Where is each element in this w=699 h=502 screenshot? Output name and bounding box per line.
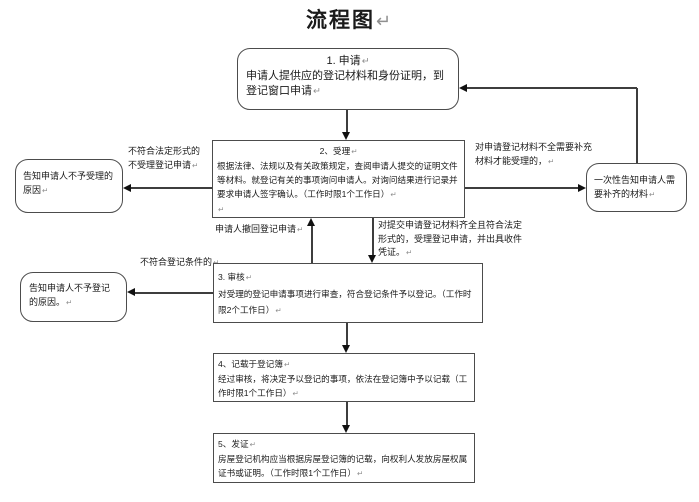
paragraph-mark-icon: ↵ — [297, 225, 304, 234]
label-withdraw-application: 申请人撤回登记申请↵ — [215, 223, 303, 237]
paragraph-mark-icon: ↵ — [66, 298, 73, 307]
step-apply-title: 1. 申请↵ — [246, 54, 450, 69]
side-box-not-registered-reason: 告知申请人不予登记的原因。↵ — [20, 272, 127, 322]
step-apply-title-text: 1. 申请 — [326, 55, 361, 67]
connector-accept-to-review-line — [372, 218, 374, 256]
page-title: 流程图↵ — [0, 4, 699, 34]
paragraph-mark-icon: ↵ — [390, 190, 397, 199]
connector-review-to-record-line — [346, 323, 348, 346]
step-review-body-text: 对受理的登记申请事项进行审查，符合登记条件予以登记。（工作时限2个工作日） — [218, 289, 472, 315]
flow-step-record: 4、记载于登记簿↵ 经过审核，将决定予以登记的事项，依法在登记簿中予以记载（工作… — [213, 353, 475, 402]
arrowhead-review-to-notregistered — [127, 288, 135, 296]
paragraph-mark-icon: ↵ — [292, 389, 299, 398]
step-issue-body-text: 房屋登记机构应当根据房屋登记簿的记载，向权利人发放房屋权属证书或证明。（工作时限… — [218, 454, 468, 478]
side-box-supplement-text: 一次性告知申请人需要补齐的材料 — [594, 175, 676, 199]
paragraph-mark-icon: ↵ — [213, 258, 219, 267]
label-not-meet-conditions: 不符合登记条件的↵ — [140, 256, 219, 270]
step-record-title-text: 4、记载于登记簿 — [218, 359, 283, 369]
paragraph-mark-icon: ↵ — [42, 186, 49, 195]
step-record-body-text: 经过审核，将决定予以登记的事项，依法在登记簿中予以记载（工作时限1个工作日） — [218, 374, 468, 398]
connector-supplement-to-apply-hline — [461, 87, 637, 89]
step-review-title: 3. 审核↵ — [218, 269, 478, 286]
step-record-title: 4、记载于登记簿↵ — [218, 357, 470, 372]
step-issue-body: 房屋登记机构应当根据房屋登记簿的记载，向权利人发放房屋权属证书或证明。（工作时限… — [218, 452, 470, 481]
arrowhead-record-to-issue — [342, 425, 350, 433]
arrowhead-review-to-record — [342, 345, 350, 353]
flow-step-issue: 5、发证↵ 房屋登记机构应当根据房屋登记簿的记载，向权利人发放房屋权属证书或证明… — [213, 433, 475, 483]
step-issue-title-text: 5、发证 — [218, 439, 249, 449]
arrowhead-accept-to-supplement — [578, 184, 586, 192]
paragraph-mark-icon: ↵ — [313, 86, 321, 96]
step-accept-body: 根据法律、法规以及有关政策规定，查阅申请人提交的证明文件等材料。就登记有关的事项… — [217, 159, 460, 202]
connector-review-to-notregistered-line — [135, 292, 213, 294]
side-box-not-accepted-reason: 告知申请人不予受理的原因↵ — [15, 159, 123, 213]
paragraph-mark-icon: ↵ — [351, 147, 358, 156]
arrowhead-apply-to-accept — [342, 132, 350, 140]
label-not-meet-conditions-text: 不符合登记条件的 — [140, 257, 213, 267]
paragraph-mark-icon: ↵ — [376, 11, 393, 31]
connector-supplement-to-apply-vline — [636, 88, 638, 163]
step-accept-empty-line: ↵ — [217, 202, 460, 217]
connector-apply-to-accept-line — [346, 110, 348, 134]
label-incomplete-materials-text: 对申请登记材料不全需要补充材料才能受理的， — [475, 142, 593, 166]
paragraph-mark-icon: ↵ — [356, 469, 364, 478]
page-title-text: 流程图 — [306, 9, 376, 32]
paragraph-mark-icon: ↵ — [218, 205, 225, 214]
step-review-title-text: 3. 审核 — [218, 272, 245, 282]
label-complete-materials: 对提交申请登记材料齐全且符合法定形式的，受理登记申请，并出具收件凭证。↵ — [378, 219, 528, 260]
flow-step-review: 3. 审核↵ 对受理的登记申请事项进行审查，符合登记条件予以登记。（工作时限2个… — [213, 263, 483, 323]
connector-accept-to-notaccepted-line — [131, 187, 212, 189]
paragraph-mark-icon: ↵ — [245, 273, 252, 282]
label-not-legal-form-text: 不符合法定形式的不受理登记申请 — [128, 146, 201, 170]
paragraph-mark-icon: ↵ — [361, 56, 370, 66]
paragraph-mark-icon: ↵ — [548, 156, 555, 166]
step-apply-body: 申请人提供应的登记材料和身份证明，到登记窗口申请↵ — [246, 69, 450, 99]
label-complete-materials-text: 对提交申请登记材料齐全且符合法定形式的，受理登记申请，并出具收件凭证。 — [378, 220, 523, 257]
paragraph-mark-icon: ↵ — [406, 248, 413, 257]
paragraph-mark-icon: ↵ — [283, 360, 291, 369]
connector-review-to-accept-withdraw-line — [311, 226, 313, 263]
connector-accept-to-supplement-line — [465, 187, 578, 189]
connector-record-to-issue-line — [346, 401, 348, 426]
step-record-body: 经过审核，将决定予以登记的事项，依法在登记簿中予以记载（工作时限1个工作日）↵ — [218, 372, 470, 401]
step-issue-title: 5、发证↵ — [218, 437, 470, 452]
step-accept-body-text: 根据法律、法规以及有关政策规定，查阅申请人提交的证明文件等材料。就登记有关的事项… — [217, 161, 458, 199]
paragraph-mark-icon: ↵ — [275, 306, 282, 315]
side-box-supplement-materials: 一次性告知申请人需要补齐的材料↵ — [586, 163, 687, 212]
flow-step-apply: 1. 申请↵ 申请人提供应的登记材料和身份证明，到登记窗口申请↵ — [237, 48, 459, 110]
arrowhead-accept-to-review — [368, 255, 376, 263]
side-box-not-registered-text: 告知申请人不予登记的原因。 — [29, 283, 111, 307]
paragraph-mark-icon: ↵ — [249, 440, 256, 449]
step-apply-body-text: 申请人提供应的登记材料和身份证明，到登记窗口申请 — [246, 70, 444, 97]
paragraph-mark-icon: ↵ — [192, 160, 199, 170]
paragraph-mark-icon: ↵ — [649, 190, 656, 199]
arrowhead-review-to-accept-withdraw — [307, 218, 315, 226]
label-not-legal-form: 不符合法定形式的不受理登记申请↵ — [128, 145, 206, 172]
step-review-body: 对受理的登记申请事项进行审查，符合登记条件予以登记。（工作时限2个工作日）↵ — [218, 286, 478, 319]
side-box-not-accepted-text: 告知申请人不予受理的原因 — [23, 171, 114, 195]
arrowhead-supplement-to-apply — [459, 84, 467, 92]
step-accept-title-text: 2、受理 — [319, 146, 351, 156]
step-accept-title: 2、受理↵ — [217, 144, 460, 159]
label-incomplete-materials: 对申请登记材料不全需要补充材料才能受理的，↵ — [475, 141, 599, 168]
arrowhead-accept-to-notaccepted — [123, 184, 131, 192]
label-withdraw-application-text: 申请人撤回登记申请 — [215, 224, 297, 234]
flow-step-accept: 2、受理↵ 根据法律、法规以及有关政策规定，查阅申请人提交的证明文件等材料。就登… — [212, 140, 465, 218]
